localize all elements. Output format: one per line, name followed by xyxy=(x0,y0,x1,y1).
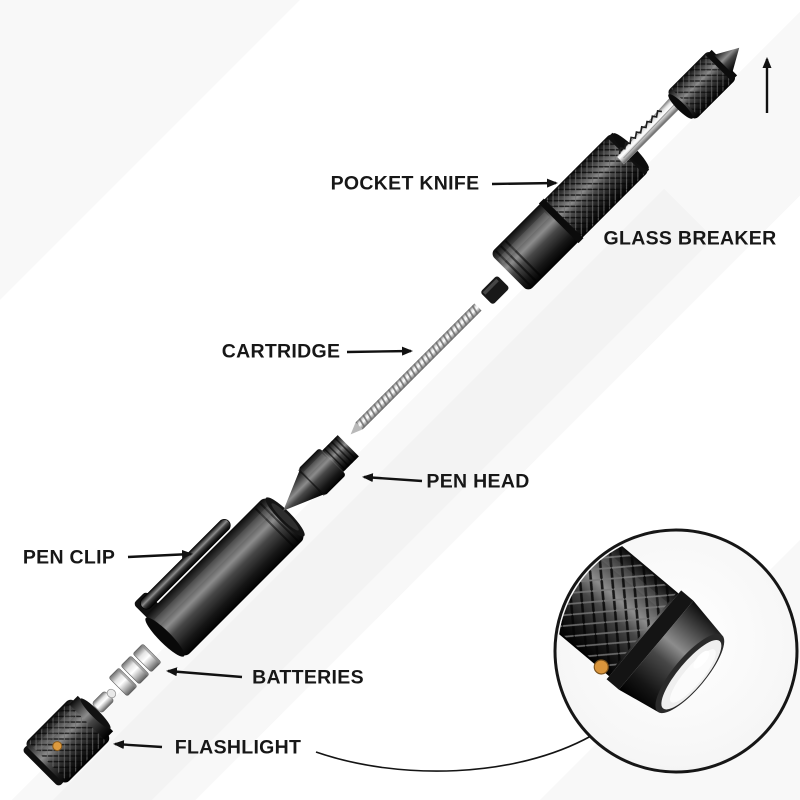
arrow-pen-head xyxy=(362,473,423,483)
cartridge-part xyxy=(350,276,509,435)
inset-leader-line xyxy=(315,735,592,772)
flashlight-inset xyxy=(553,528,799,774)
arrow-pocket-knife xyxy=(491,178,558,188)
label-pen-head: PEN HEAD xyxy=(426,470,530,493)
breaker-tip xyxy=(713,47,740,74)
glass-breaker-part xyxy=(668,47,740,119)
batteries-part xyxy=(109,643,162,696)
pen-clip-barrel-part xyxy=(134,497,305,657)
arrow-flashlight xyxy=(113,740,163,750)
arrow-pen-clip xyxy=(127,549,193,559)
pen-head-part xyxy=(283,435,359,511)
label-flashlight: FLASHLIGHT xyxy=(174,736,302,759)
label-batteries: BATTERIES xyxy=(252,666,364,689)
pen-clip xyxy=(140,519,231,610)
pen-body-part xyxy=(492,132,650,290)
flashlight-part xyxy=(23,695,114,786)
charge-indicator-dot xyxy=(52,741,63,752)
callout-arrows xyxy=(113,57,772,750)
blade-serrations xyxy=(618,109,663,155)
arrow-cartridge xyxy=(346,346,413,356)
bulb-part xyxy=(92,688,117,713)
label-cartridge: CARTRIDGE xyxy=(221,340,341,363)
inset-charge-dot xyxy=(593,659,609,675)
label-glass-breaker: GLASS BREAKER xyxy=(603,227,777,250)
label-pen-clip: PEN CLIP xyxy=(22,546,116,569)
label-pocket-knife: POCKET KNIFE xyxy=(330,172,480,195)
arrow-batteries xyxy=(166,667,243,679)
